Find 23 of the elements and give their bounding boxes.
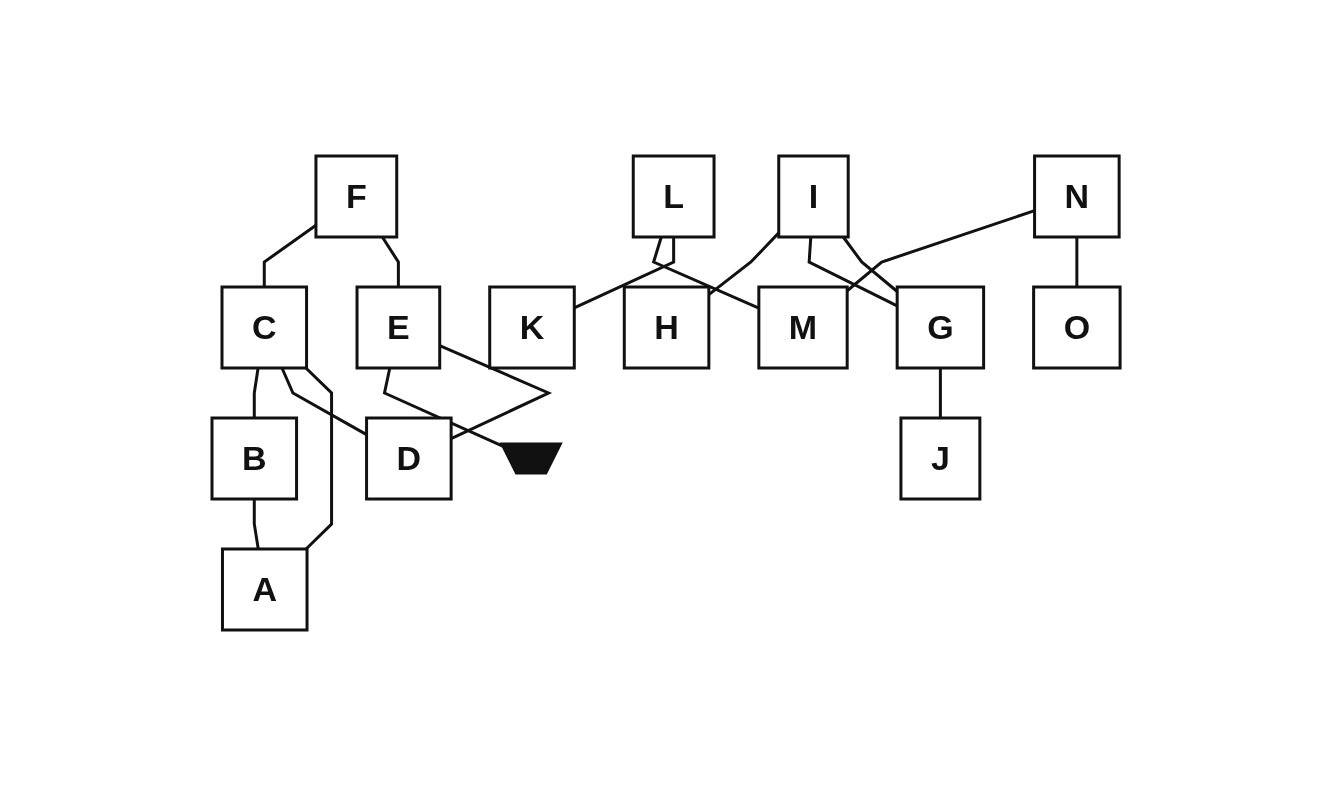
node-box: K bbox=[488, 285, 576, 370]
node-box: O bbox=[1032, 285, 1122, 370]
node-box: N bbox=[1033, 154, 1121, 239]
connector bbox=[807, 236, 898, 308]
node-box: E bbox=[355, 285, 442, 370]
node-box: G bbox=[895, 285, 986, 370]
node-box: F bbox=[314, 154, 399, 239]
node-box: L bbox=[631, 154, 716, 239]
node-box: M bbox=[757, 285, 849, 370]
connector bbox=[846, 209, 1035, 292]
node-box: C bbox=[220, 285, 308, 370]
node-box: B bbox=[210, 416, 298, 501]
connector bbox=[252, 499, 260, 550]
node-box: J bbox=[899, 416, 982, 501]
node-ground bbox=[499, 442, 563, 475]
connector bbox=[304, 366, 333, 551]
node-box: H bbox=[622, 285, 711, 370]
connector bbox=[938, 368, 942, 418]
node-box: A bbox=[220, 547, 309, 632]
connector bbox=[439, 344, 553, 441]
connector bbox=[1075, 237, 1079, 287]
node-box: D bbox=[365, 416, 453, 501]
node-box: I bbox=[777, 154, 850, 239]
